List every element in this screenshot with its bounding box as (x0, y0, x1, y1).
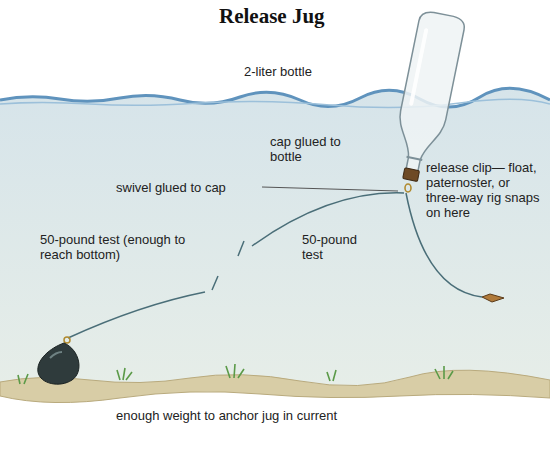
weeds (18, 364, 453, 384)
weight-highlight (50, 352, 62, 358)
sand-bottom (0, 370, 550, 402)
swivel (405, 184, 411, 192)
callout-label: cap glued to bottle (270, 134, 342, 164)
bottle-cap (403, 168, 420, 182)
weed (18, 374, 28, 384)
weight-eye (64, 337, 70, 343)
bottle-body (389, 10, 466, 175)
callout-label: 50-pound test (302, 232, 364, 262)
line-break-mark (212, 241, 244, 290)
bottle (387, 10, 466, 185)
fishing-line (68, 292, 205, 338)
weed (117, 368, 132, 380)
weed (435, 366, 453, 379)
water (0, 88, 550, 402)
callout-label: enough weight to anchor jug in current (116, 408, 337, 423)
weed (327, 370, 336, 381)
leader-line (262, 187, 398, 191)
release-clip (482, 294, 504, 302)
bottle-highlight (411, 30, 426, 103)
title: Release Jug (219, 4, 325, 29)
callout-label: swivel glued to cap (116, 180, 226, 195)
bottle-ring (407, 157, 423, 160)
water-ripple (0, 99, 550, 107)
water-surface (0, 88, 550, 107)
callout-label: 2-liter bottle (244, 64, 312, 79)
callout-label: 50-pound test (enough to reach bottom) (40, 232, 218, 262)
sinker-weight (38, 343, 79, 384)
weed (226, 364, 244, 378)
callout-label: release clip— float, paternoster, or thr… (426, 160, 544, 220)
